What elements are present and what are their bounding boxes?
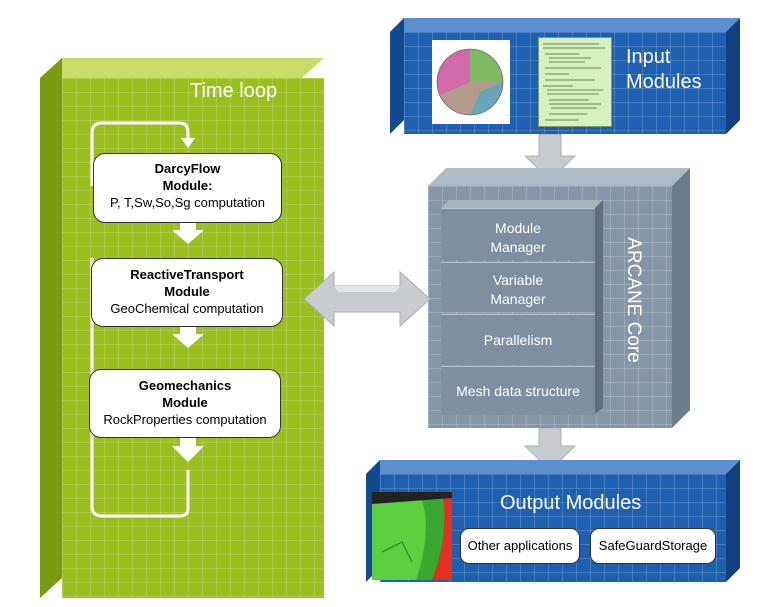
parallelism-label: Parallelism — [483, 332, 553, 348]
time-loop-title: Time loop — [190, 80, 278, 102]
time-loop-panel: Time loop — [40, 58, 324, 598]
darcyflow-sub: Module: — [162, 178, 213, 193]
input-title-line1: Input — [626, 46, 671, 68]
output-modules-title: Output Modules — [500, 492, 642, 514]
module-manager-line1: Module — [495, 220, 541, 236]
simulation-result-image — [372, 492, 452, 580]
mesh-data-structure-label: Mesh data structure — [456, 383, 580, 399]
reactivetransport-module-box: ReactiveTransport Module GeoChemical com… — [91, 258, 283, 327]
module-manager-layer: Module Manager — [441, 208, 595, 260]
darcyflow-desc: P, T,Sw,So,Sg computation — [110, 195, 265, 210]
reactivetransport-name: ReactiveTransport — [130, 267, 244, 282]
arcane-core-title: ARCANE Core — [623, 237, 644, 363]
mesh-sphere-image — [432, 40, 510, 124]
core-layer-edges — [441, 200, 603, 414]
core-to-output-arrow — [523, 428, 577, 471]
geomechanics-module-box: Geomechanics Module RockProperties compu… — [89, 369, 281, 438]
geomechanics-sub: Module — [162, 395, 208, 410]
other-applications-box: Other applications — [460, 528, 580, 564]
reactivetransport-sub: Module — [164, 284, 210, 299]
darcyflow-module-box: DarcyFlow Module: P, T,Sw,So,Sg computat… — [93, 153, 282, 223]
config-file-image — [538, 37, 612, 127]
geomechanics-desc: RockProperties computation — [103, 412, 267, 427]
parallelism-layer: Parallelism — [441, 314, 595, 365]
variable-manager-layer: Variable Manager — [441, 262, 595, 312]
variable-manager-line2: Manager — [490, 291, 546, 307]
module-flow-arrows — [172, 218, 204, 462]
loop-arrow — [90, 121, 195, 518]
module-manager-line2: Manager — [490, 239, 546, 255]
mesh-data-structure-layer: Mesh data structure — [441, 366, 595, 415]
input-modules-title: Input Modules — [626, 45, 726, 95]
safeguardstorage-box: SafeGuardStorage — [590, 528, 716, 564]
reactivetransport-desc: GeoChemical computation — [110, 301, 264, 316]
time-loop-core-double-arrow — [303, 270, 431, 328]
input-title-line2: Modules — [626, 71, 702, 93]
geomechanics-name: Geomechanics — [138, 378, 232, 393]
darcyflow-name: DarcyFlow — [154, 161, 221, 176]
variable-manager-line1: Variable — [492, 272, 544, 288]
